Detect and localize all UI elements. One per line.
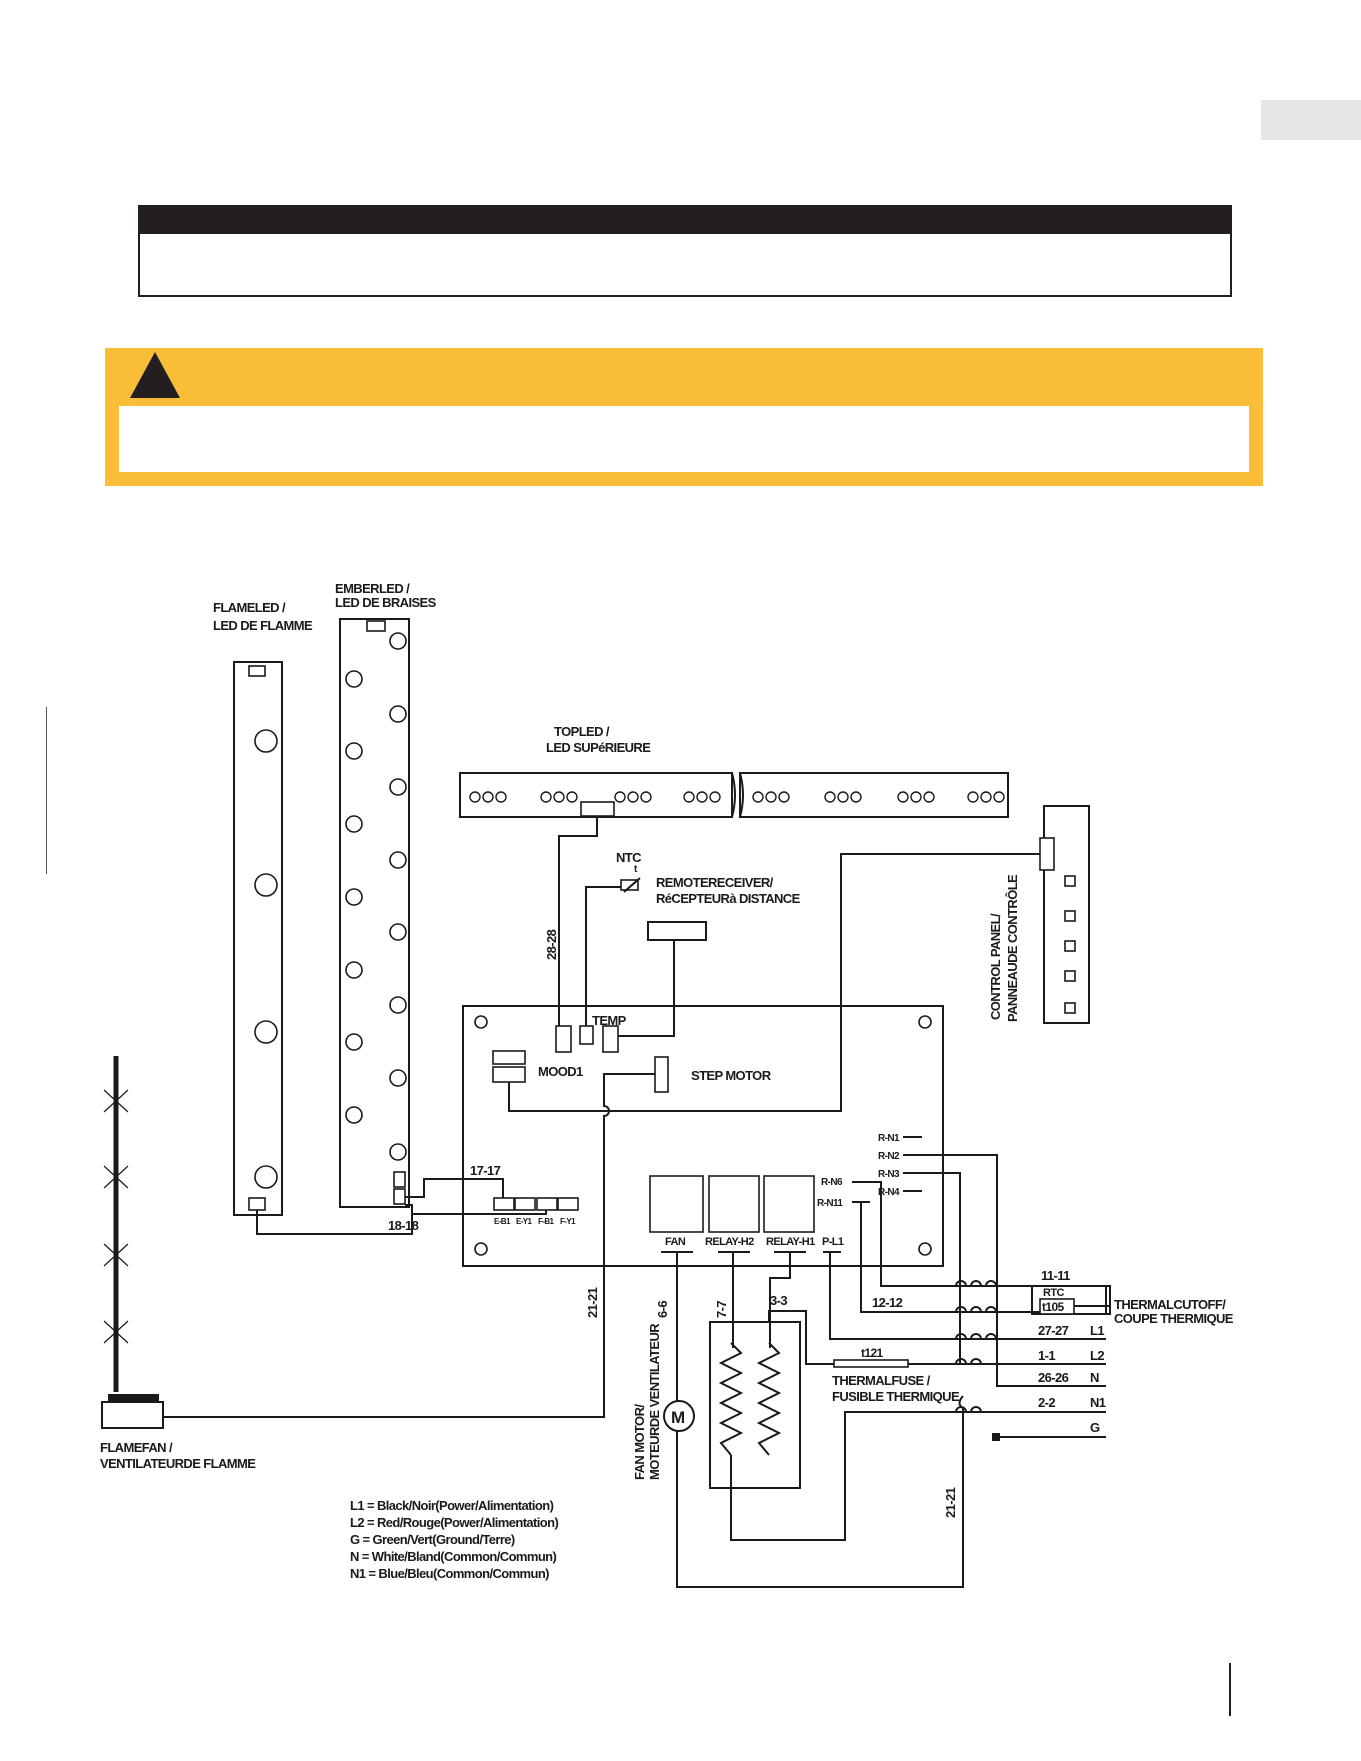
top-led-label: TOPLED / [554, 724, 610, 739]
legend-n: N = White/Bland(Common/Commun) [350, 1549, 557, 1564]
relay-h2-label: RELAY-H2 [705, 1236, 754, 1248]
wire-1: 1-1 [1038, 1348, 1055, 1363]
flame-led-strip [233, 661, 283, 1216]
terminal-l2: L2 [1090, 1348, 1104, 1363]
wire-2: 2-2 [1038, 1395, 1055, 1410]
thermal-fuse-label: THERMALFUSE / [832, 1373, 931, 1388]
fan-motor-m: M [671, 1408, 685, 1427]
section-tab [1261, 100, 1361, 140]
legend-g: G = Green/Vert(Ground/Terre) [350, 1532, 515, 1547]
wire-11: 11-11 [1041, 1268, 1070, 1283]
r-n4-label: R-N4 [878, 1187, 900, 1198]
relay-h2 [708, 1175, 760, 1233]
thermal-cutoff-label: THERMALCUTOFF/ [1114, 1297, 1226, 1312]
margin-line [46, 707, 47, 874]
ember-led-label: EMBERLED / [335, 581, 410, 596]
ember-led-strip [339, 618, 410, 1208]
terminal-g: G [1090, 1420, 1100, 1435]
thermal-fuse-label-fr: FUSIBLE THERMIQUE [832, 1389, 960, 1404]
ntc-t-label: t [634, 864, 638, 875]
r-n1-label: R-N1 [878, 1133, 900, 1144]
control-board [462, 1005, 944, 1267]
ntc-symbol [623, 877, 641, 893]
remote-receiver-label: REMOTERECEIVER/ [656, 875, 774, 890]
warning-box [105, 348, 1263, 486]
r-n2-label: R-N2 [878, 1151, 900, 1162]
fan-motor-label: FAN MOTOR/ [632, 1404, 647, 1480]
t121-label: t121 [861, 1346, 884, 1360]
step-motor-label: STEP MOTOR [691, 1068, 772, 1083]
wiring [163, 816, 1110, 1588]
wire-17: 17-17 [470, 1163, 501, 1178]
p-l1-label: P-L1 [822, 1236, 844, 1248]
fan-motor-symbol [663, 1400, 695, 1432]
fan-motor-label-fr: MOTEURDE VENTILATEUR [647, 1323, 662, 1480]
e-b1-label: E-B1 [494, 1217, 511, 1226]
mood1-label: MOOD1 [538, 1064, 583, 1079]
note-box [138, 205, 1232, 297]
flame-led-label: FLAMELED / [213, 600, 286, 615]
r-n3-label: R-N3 [878, 1169, 900, 1180]
flame-led-label-fr: LED DE FLAMME [213, 618, 313, 633]
wire-28: 28-28 [544, 929, 559, 960]
wire-27: 27-27 [1038, 1323, 1069, 1338]
remote-receiver-box [647, 921, 707, 941]
relay-h1 [763, 1175, 815, 1233]
wire-7: 7-7 [714, 1301, 729, 1318]
flame-fan [101, 1056, 164, 1429]
top-led-strip [459, 772, 1009, 818]
flame-fan-label-fr: VENTILATEURDE FLAMME [100, 1456, 256, 1471]
control-panel-label-fr: PANNEAUDE CONTRÔLE [1005, 874, 1020, 1022]
wire-crossings [955, 1280, 997, 1413]
mood1-connector [555, 1025, 572, 1053]
ember-led-label-fr: LED DE BRAISES [335, 595, 437, 610]
r-n6-label: R-N6 [821, 1177, 843, 1188]
temp-connector [602, 1025, 619, 1053]
remote-receiver-label-fr: RéCEPTEURà DISTANCE [656, 891, 801, 906]
control-panel-label: CONTROL PANEL/ [988, 913, 1003, 1020]
wire-21-right: 21-21 [943, 1487, 958, 1518]
legend-l2: L2 = Red/Rouge(Power/Alimentation) [350, 1515, 558, 1530]
fan-terminal-label: FAN [665, 1236, 686, 1248]
wire-3: 3-3 [770, 1293, 787, 1308]
t105-label: t105 [1042, 1300, 1065, 1314]
wire-6: 6-6 [655, 1301, 670, 1318]
f-b1-label: F-B1 [538, 1217, 555, 1226]
wire-color-legend: L1 = Black/Noir(Power/Alimentation) L2 =… [350, 1498, 559, 1581]
warning-triangle-icon [130, 352, 180, 398]
wire-21-left: 21-21 [585, 1287, 600, 1318]
fan-relay [649, 1175, 704, 1233]
wire-26: 26-26 [1038, 1370, 1069, 1385]
thermal-fuse [833, 1359, 909, 1368]
flame-fan-label: FLAMEFAN / [100, 1440, 173, 1455]
legend-l1: L1 = Black/Noir(Power/Alimentation) [350, 1498, 554, 1513]
top-led-label-fr: LED SUPéRIEURE [546, 740, 651, 755]
wire-12: 12-12 [872, 1295, 903, 1310]
r-n11-label: R-N11 [817, 1198, 843, 1209]
ntc-label: NTC [616, 850, 642, 865]
terminal-l1: L1 [1090, 1323, 1104, 1338]
temp-label: TEMP [592, 1013, 627, 1028]
wire-18: 18-18 [388, 1218, 419, 1233]
e-y1-label: E-Y1 [516, 1217, 533, 1226]
warning-body [119, 406, 1249, 472]
heater-element [709, 1321, 801, 1489]
page-number-divider [1229, 1663, 1231, 1716]
relay-h1-label: RELAY-H1 [766, 1236, 815, 1248]
note-header-bar [140, 207, 1230, 234]
thermal-cutoff-label-fr: COUPE THERMIQUE [1114, 1311, 1234, 1326]
step-motor-connector [654, 1056, 669, 1093]
ground-terminal [992, 1433, 1000, 1441]
ntc-sensor [620, 879, 639, 891]
control-panel [1039, 805, 1090, 1024]
ntc-connector [579, 1025, 594, 1045]
terminal-n1: N1 [1090, 1395, 1106, 1410]
legend-n1: N1 = Blue/Bleu(Common/Commun) [350, 1566, 549, 1581]
rtc-label: RTC [1043, 1287, 1064, 1299]
terminal-n: N [1090, 1370, 1099, 1385]
f-y1-label: F-Y1 [560, 1217, 576, 1226]
